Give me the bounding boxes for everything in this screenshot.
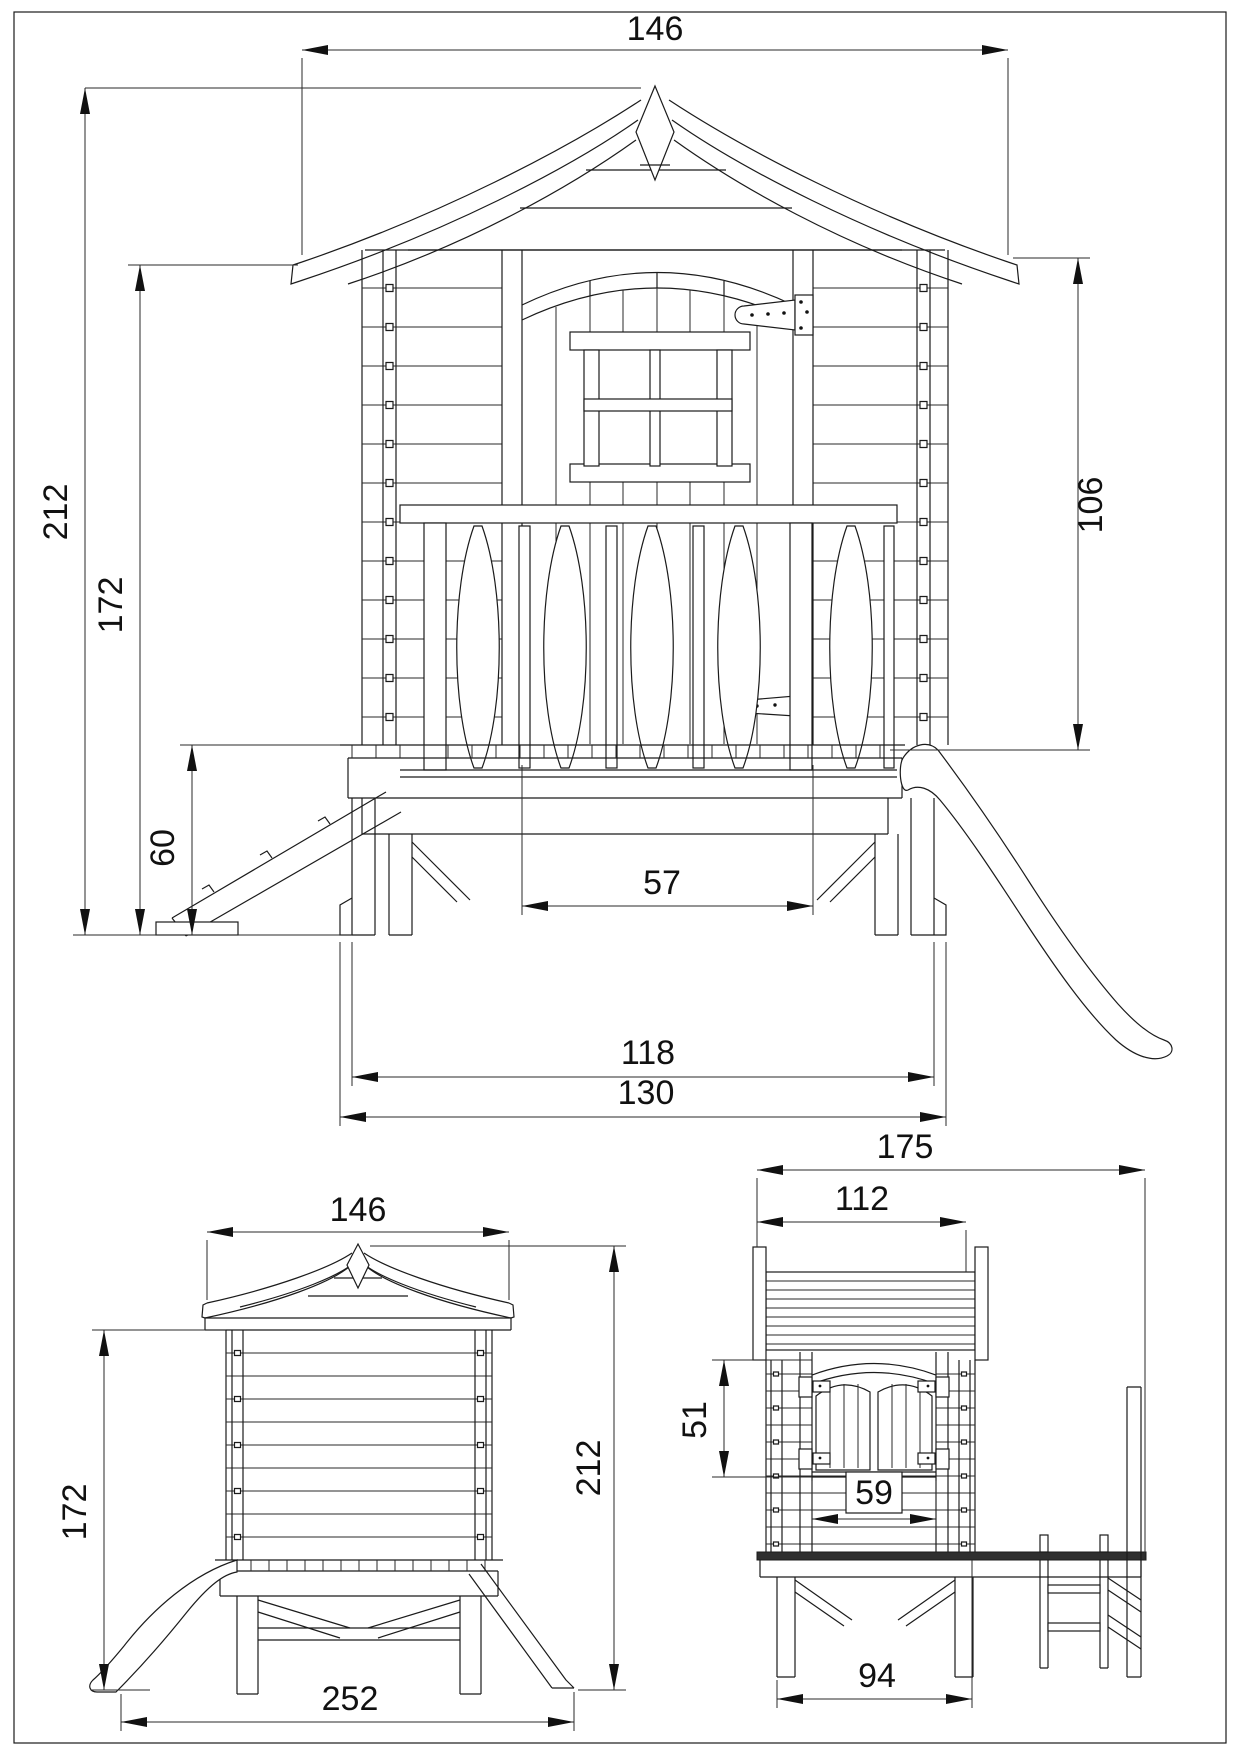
dim-rear-overall-height: 212: [570, 1440, 608, 1497]
dim-front-eave-height: 172: [92, 577, 130, 634]
side-rail-post: [1126, 1386, 1142, 1678]
front-balcony-railing: [399, 504, 898, 778]
balcony-bottom-rail: [400, 769, 897, 778]
dim-front-roof-width: 146: [627, 10, 684, 48]
rear-platform: [215, 1559, 503, 1695]
dim-side-roof-depth: 112: [835, 1180, 889, 1218]
side-dimensions: 175 112 51 59 94: [676, 1128, 1146, 1708]
batten-joint-notches: [385, 283, 928, 722]
dim-front-base-width: 130: [618, 1074, 675, 1112]
front-door-window: [569, 331, 751, 483]
side-deck-board: [756, 1551, 1147, 1561]
front-left-brace: [411, 841, 471, 903]
dim-front-eave-to-platform: 106: [1072, 477, 1110, 534]
side-roof: [752, 1246, 989, 1361]
side-gate: [798, 1362, 950, 1478]
dim-rear-roof-width: 146: [330, 1191, 387, 1229]
rear-roof: [201, 1242, 515, 1331]
rear-cross-rail: [258, 1627, 460, 1641]
front-view: 146 212 172 60 106 57 118: [37, 10, 1173, 1126]
front-dimensions: 146 212 172 60 106 57 118: [37, 10, 1110, 1126]
rear-view: 146 172 212 252: [56, 1191, 626, 1731]
dim-front-door-width: 57: [643, 864, 681, 902]
side-platform: [756, 1551, 1147, 1678]
side-roof-right-cap: [974, 1246, 989, 1361]
dim-side-gate-width: 59: [855, 1474, 893, 1512]
dim-side-overall-depth: 175: [877, 1128, 934, 1166]
front-platform: [340, 744, 905, 835]
page-border: [13, 11, 1227, 1744]
dim-front-leg-span: 118: [621, 1034, 675, 1072]
front-stairs: [155, 791, 402, 937]
front-slide: [899, 743, 1173, 1060]
dim-rear-overall-width: 252: [322, 1680, 379, 1718]
rear-walls: [225, 1330, 493, 1560]
front-door-posts: [501, 250, 814, 745]
dim-front-overall-height: 212: [37, 484, 75, 541]
dim-side-platform-depth: 94: [858, 1657, 896, 1695]
front-right-brace: [816, 841, 876, 903]
side-roof-left-cap: [752, 1246, 767, 1361]
dim-side-gate-width-box: [845, 1471, 903, 1514]
side-view: 175 112 51 59 94: [676, 1128, 1147, 1708]
rear-roof-finial: [346, 1242, 370, 1290]
rear-dimensions: 146 172 212 252: [56, 1191, 626, 1731]
front-roof-finial: [635, 84, 675, 182]
front-corner-battens: [382, 250, 931, 745]
dim-front-platform-height: 60: [144, 829, 182, 867]
dim-rear-eave-height: 172: [56, 1484, 94, 1541]
side-gate-hinges: [798, 1376, 950, 1470]
rear-slide: [89, 1559, 238, 1693]
rear-ladder: [468, 1563, 575, 1689]
side-ladder: [1039, 1534, 1142, 1669]
balcony-top-rail: [399, 504, 898, 524]
dim-side-gate-height: 51: [676, 1401, 714, 1439]
front-roof: [290, 84, 1020, 285]
